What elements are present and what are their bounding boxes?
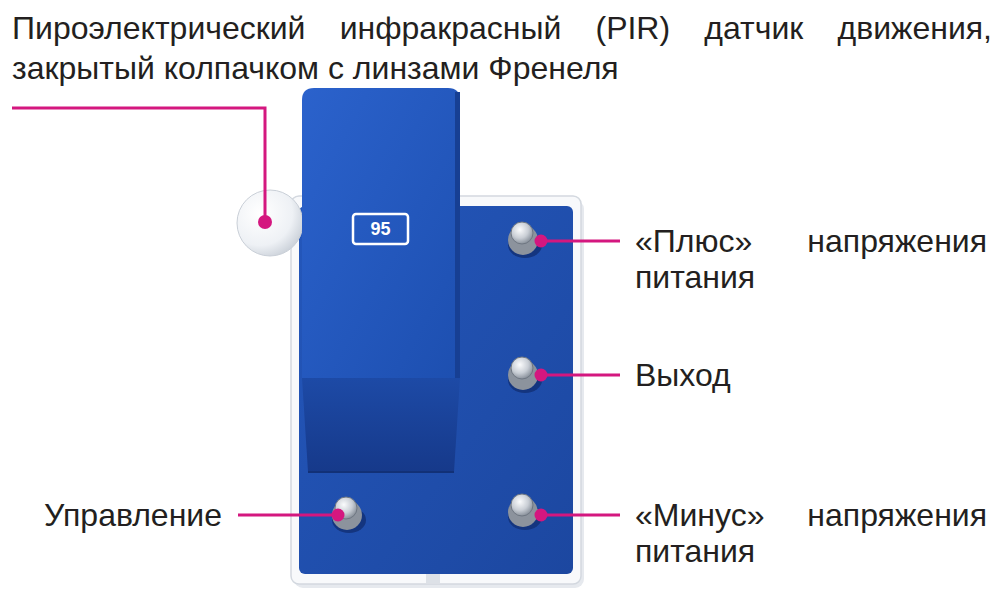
sensor-body-top: [302, 88, 460, 378]
leader-line: [238, 514, 335, 517]
sensor-body-side: [455, 92, 460, 378]
label-box: Пироэлектрический инфракрасный (PIR) дат…: [12, 8, 992, 88]
pin-name: Управление: [44, 497, 222, 533]
part-callout: Пироэлектрический инфракрасный (PIR) дат…: [12, 8, 992, 88]
snap-connector: [332, 497, 366, 533]
leader-line: [545, 374, 620, 377]
label-box: 95: [353, 214, 408, 244]
label-box: Управление: [44, 497, 222, 533]
label-box: «Плюс» напряжения питания: [635, 223, 987, 295]
base-notch: [426, 574, 440, 583]
leader-dot: [535, 235, 548, 248]
leader-dots: [258, 215, 548, 522]
leader-line: [545, 240, 620, 243]
pin-name: «Плюс» напряжения питания: [635, 223, 987, 295]
sensor-body-edge: [308, 471, 454, 473]
part-number-frame: [353, 214, 408, 244]
fresnel-dome: [237, 190, 303, 256]
leader-dot: [332, 509, 345, 522]
sensor-body-front: [302, 378, 460, 472]
pin-name: «Минус» напряжения питания: [635, 497, 987, 569]
leader-lines: [12, 108, 620, 515]
part-number: 95: [353, 214, 408, 244]
pin-name: Выход: [635, 357, 987, 393]
leader-line: [12, 108, 265, 216]
leader-dot: [535, 509, 548, 522]
leader-dot: [535, 369, 548, 382]
label-box: «Минус» напряжения питания: [635, 497, 987, 569]
leader-line: [545, 514, 620, 517]
label-box: Выход: [635, 357, 987, 393]
leader-dot: [258, 215, 272, 229]
